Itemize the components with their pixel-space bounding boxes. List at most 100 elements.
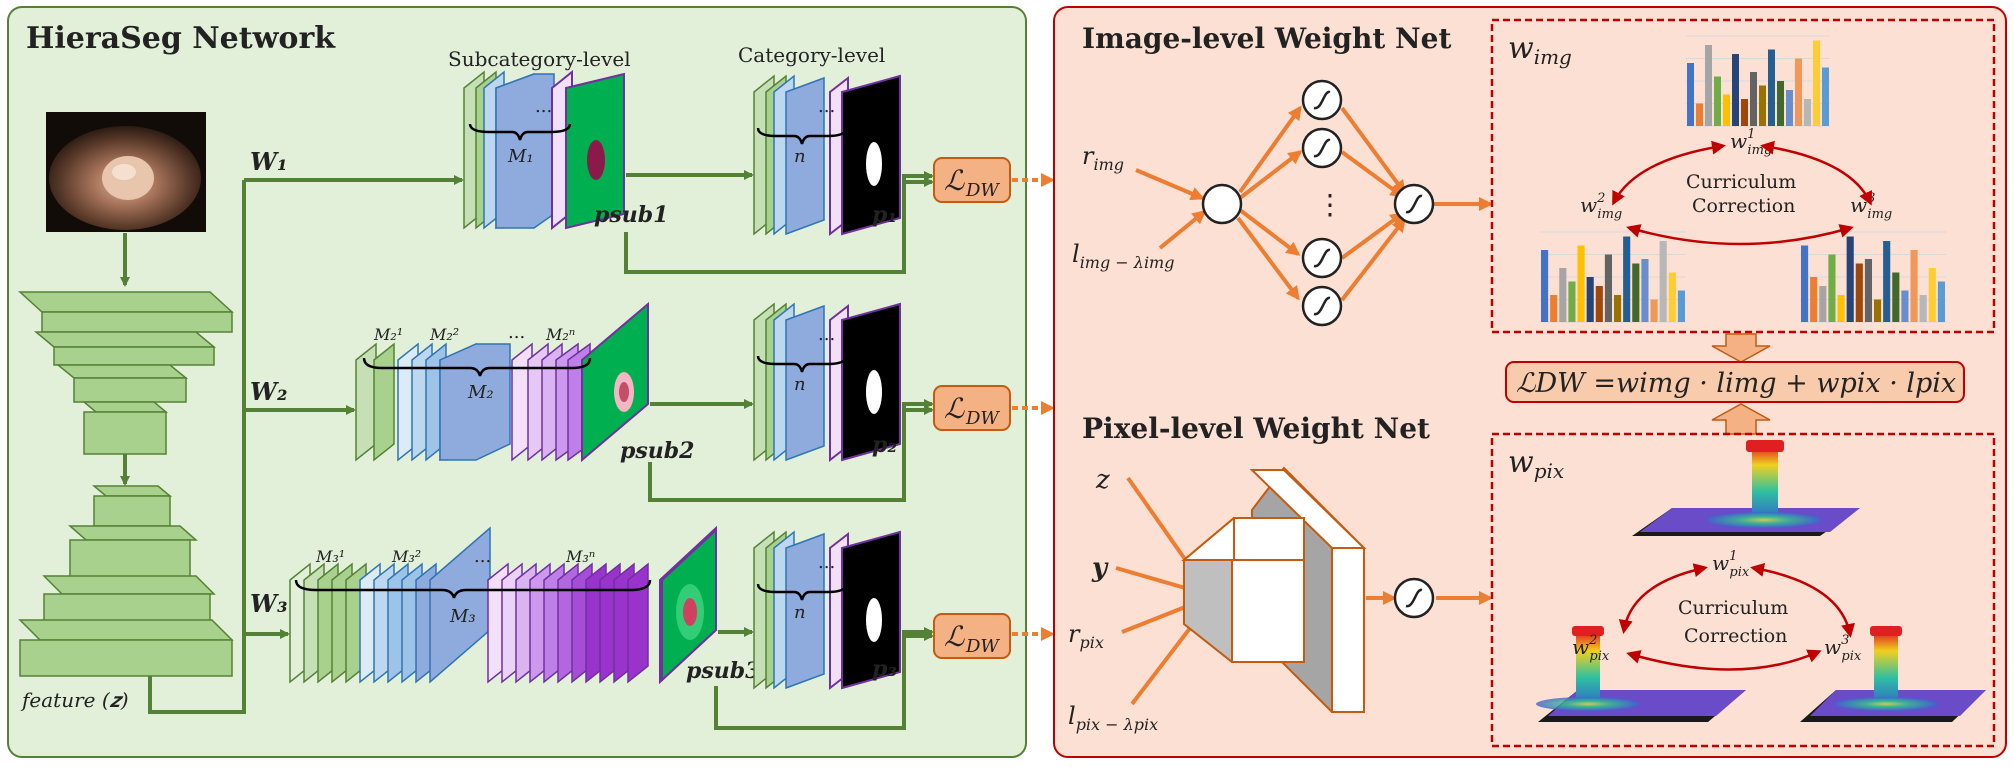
bar [1696, 103, 1703, 126]
bar-chart-left [1540, 231, 1686, 323]
fat-arrows [1711, 333, 1771, 435]
loss-box-3: ℒ DW [933, 613, 1011, 659]
branch2-ellipsis: ... [508, 322, 525, 343]
m2-n-label: M₂ⁿ [545, 325, 575, 344]
bar [1855, 263, 1863, 322]
bar [1804, 99, 1811, 126]
bar [1623, 236, 1631, 322]
bar [1919, 295, 1927, 322]
svg-text:limg − λimg: limg − λimg [1072, 240, 1174, 272]
bar [1668, 272, 1676, 322]
w2-label: 𝑾₂ [250, 377, 287, 406]
bar [1723, 94, 1730, 126]
svg-text:lpix − λpix: lpix − λpix [1068, 702, 1158, 734]
bar [1614, 295, 1622, 322]
image-net-nodes: ⋮ [1201, 79, 1435, 327]
branch3-sub-stack [289, 525, 717, 685]
m2-label: M₂ [467, 382, 494, 403]
loss-box-2: ℒ DW [933, 385, 1011, 431]
m3-n-label: M₃ⁿ [565, 547, 595, 566]
m2-1-label: M₂¹ [373, 325, 403, 344]
p3-label: 𝒑₃ [872, 656, 897, 682]
bar [1650, 299, 1658, 322]
m3-label: M₃ [449, 606, 476, 627]
bar [1768, 49, 1775, 126]
bar [1750, 72, 1757, 126]
formula: ℒDW =wimg · limg + wpix · lpix [1516, 368, 1956, 399]
w-img-label: wimg [1508, 31, 1572, 69]
svg-text:Curriculum: Curriculum [1678, 597, 1788, 619]
loss-routing [624, 171, 934, 730]
svg-text:y: y [1091, 553, 1109, 583]
svg-text:⋮: ⋮ [1316, 188, 1344, 221]
branch2-cat-stack [650, 302, 901, 463]
bar [1586, 277, 1594, 322]
m1-label: M₁ [507, 146, 534, 167]
svg-text:ℒ: ℒ [944, 164, 965, 197]
surface-plot-left [1536, 626, 1746, 722]
bar [1741, 99, 1748, 126]
psub3-label: 𝒑sub3 [686, 658, 760, 684]
m3-1-label: M₃¹ [315, 547, 345, 566]
bar [1801, 245, 1809, 322]
svg-text:DW: DW [965, 408, 1000, 429]
bar [1813, 40, 1820, 126]
bar [1828, 254, 1836, 322]
svg-text:DW: DW [965, 180, 1000, 201]
svg-text:ℒ: ℒ [944, 392, 965, 425]
bar-chart-top [1686, 35, 1830, 127]
bar [1874, 299, 1882, 322]
bar [1568, 281, 1576, 322]
m3-brace [294, 579, 652, 599]
image-weight-title: Image-level Weight Net [1082, 22, 1451, 55]
branch1-cat-stack [626, 74, 901, 237]
bar [1559, 268, 1567, 322]
bar [1819, 286, 1827, 322]
bar [1837, 295, 1845, 322]
svg-text:DW: DW [965, 636, 1000, 657]
bar [1541, 250, 1549, 322]
bar [1901, 290, 1909, 322]
bar [1910, 250, 1918, 322]
bar [1810, 277, 1818, 322]
svg-text:rpix: rpix [1068, 620, 1104, 652]
conv-blocks [1181, 466, 1367, 713]
svg-text:rimg: rimg [1082, 142, 1124, 174]
svg-text:Correction: Correction [1684, 625, 1787, 647]
m2-brace [362, 357, 592, 377]
bar [1604, 254, 1612, 322]
curriculum-pix-arrows [1618, 562, 1855, 671]
surface-plot-right [1800, 626, 1986, 722]
image-net-edges [1135, 105, 1493, 302]
m3-2-label: M₃² [391, 547, 421, 566]
image-net-inputs: rimg limg − λimg [1072, 142, 1174, 272]
input-image [46, 112, 206, 232]
bar [1795, 58, 1802, 126]
p1-label: 𝒑₁ [872, 202, 897, 228]
branch3-ellipsis: ... [474, 546, 491, 567]
svg-text:Curriculum: Curriculum [1686, 171, 1796, 193]
psub2-label: 𝒑sub2 [620, 438, 694, 464]
surface-plot-top [1632, 440, 1860, 536]
bar [1846, 236, 1854, 322]
bar [1928, 268, 1936, 322]
loss-to-weight-connectors [1012, 173, 1055, 641]
w1-label: 𝑾₁ [250, 147, 287, 176]
n2-label: n [794, 374, 806, 395]
branch1-ellipsis: ... [535, 96, 552, 117]
branch1-cat-ellipsis: ... [818, 96, 835, 117]
pixel-net-inputs: z y rpix lpix − λpix [1068, 465, 1158, 734]
n1-label: n [794, 146, 806, 167]
m2-2-label: M₂² [429, 325, 459, 344]
formula-box [1505, 361, 1965, 403]
branch1-sub-stack [463, 69, 625, 231]
bar [1705, 45, 1712, 126]
hieraseg-title: HieraSeg Network [26, 21, 336, 56]
w-pix-label: wpix [1508, 445, 1564, 483]
svg-text:Correction: Correction [1692, 195, 1795, 217]
loss-box-1: ℒ DW [933, 157, 1011, 203]
bar [1714, 76, 1721, 126]
subcategory-header: Subcategory-level [448, 47, 631, 71]
